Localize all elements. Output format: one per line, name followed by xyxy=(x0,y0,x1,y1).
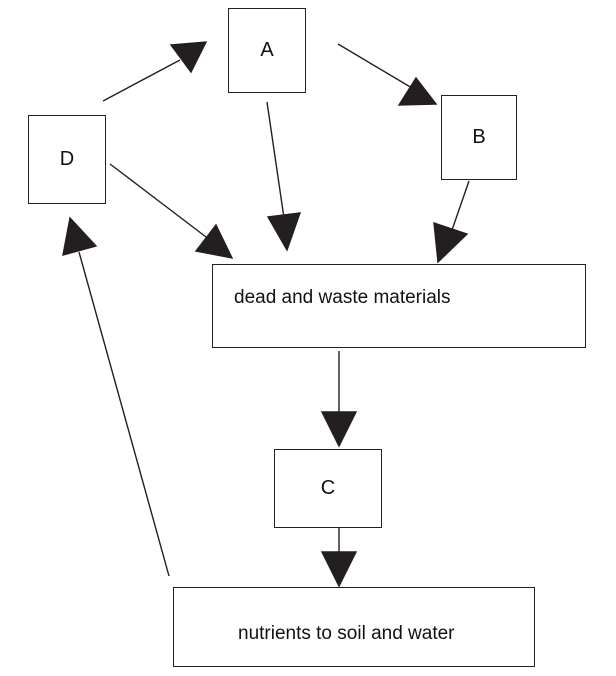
edge-a-to-dead xyxy=(266,101,285,219)
arrowhead-a-to-b xyxy=(397,76,438,106)
node-dead-label: dead and waste materials xyxy=(234,287,451,308)
arrowhead-a-to-dead xyxy=(266,212,302,252)
edge-d-to-dead xyxy=(109,163,211,241)
arrowhead-d-to-dead xyxy=(194,223,234,259)
arrowhead-b-to-dead xyxy=(433,221,469,264)
node-c: C xyxy=(274,449,382,528)
node-nutrients-to-soil-and-water: nutrients to soil and water xyxy=(173,587,535,667)
node-b: B xyxy=(441,95,517,180)
node-dead-and-waste-materials: dead and waste materials xyxy=(212,264,586,348)
node-c-label: C xyxy=(320,477,336,499)
node-a: A xyxy=(228,8,306,93)
edge-b-to-dead xyxy=(451,180,470,231)
arrowhead-nutrients-to-d xyxy=(62,216,98,256)
edge-nutrients-to-d xyxy=(78,251,170,577)
node-nutrients-label: nutrients to soil and water xyxy=(238,623,455,644)
node-d-label: D xyxy=(59,148,75,170)
node-d: D xyxy=(28,115,106,204)
node-b-label: B xyxy=(472,126,486,148)
node-a-label: A xyxy=(260,39,274,61)
edge-a-to-b xyxy=(337,43,413,89)
arrowhead-c-to-nutrients xyxy=(320,551,358,588)
arrowhead-dead-to-c xyxy=(320,411,358,448)
edge-d-to-a xyxy=(102,59,181,102)
arrowhead-d-to-a xyxy=(169,41,208,74)
